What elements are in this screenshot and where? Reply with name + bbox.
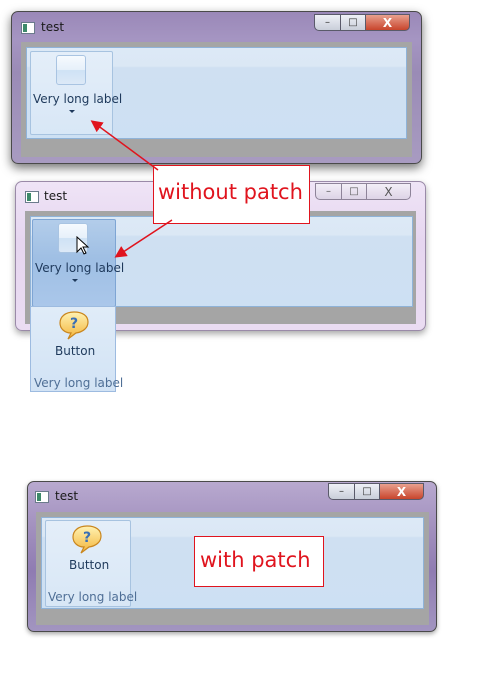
svg-text:?: ?: [83, 530, 91, 546]
minimize-button[interactable]: –: [314, 14, 341, 31]
ribbon-group: ? Button Very long label: [45, 520, 137, 607]
chevron-down-icon: [69, 110, 75, 113]
window-1: test – □ X Very long label: [11, 11, 422, 164]
app-window-icon: [25, 191, 39, 203]
group-title: Very long label: [48, 590, 138, 604]
client-area: Very long label: [21, 42, 412, 157]
help-bubble-icon: ?: [59, 311, 89, 340]
popup-button-label[interactable]: Button: [55, 344, 96, 358]
mouse-pointer-icon: [76, 236, 90, 255]
annotation-without-patch-text: without patch: [158, 180, 303, 204]
close-button[interactable]: X: [365, 14, 410, 31]
annotation-with-patch-text: with patch: [200, 548, 311, 572]
annotation-with-patch: [194, 536, 324, 587]
app-window-icon: [35, 491, 49, 503]
ribbon-panel: Very long label: [26, 47, 407, 139]
ribbon-group-collapsed[interactable]: Very long label: [30, 51, 122, 135]
ribbon-group-expanded[interactable]: Very long label: [32, 219, 124, 307]
annotation-without-patch: [153, 165, 310, 224]
close-button[interactable]: X: [366, 183, 411, 200]
window-controls: – □ X: [314, 14, 410, 32]
maximize-button[interactable]: □: [354, 483, 380, 500]
window-controls: – □ X: [315, 183, 411, 201]
group-label: Very long label: [35, 261, 125, 275]
window-title: test: [55, 489, 79, 503]
ribbon-panel: Very long label: [30, 216, 413, 307]
button-label[interactable]: Button: [69, 558, 110, 572]
close-button[interactable]: X: [379, 483, 424, 500]
chevron-down-icon: [72, 279, 78, 282]
popup-group-title: Very long label: [34, 376, 124, 390]
maximize-button[interactable]: □: [341, 183, 367, 200]
window-title: test: [44, 189, 68, 203]
group-icon: [56, 55, 86, 85]
window-controls: – □ X: [328, 483, 424, 501]
svg-text:?: ?: [70, 316, 78, 332]
window-title: test: [41, 20, 65, 34]
minimize-button[interactable]: –: [315, 183, 342, 200]
app-window-icon: [21, 22, 35, 34]
group-popup-panel: ? Button Very long label: [30, 306, 123, 392]
maximize-button[interactable]: □: [340, 14, 366, 31]
help-bubble-icon[interactable]: ?: [70, 524, 104, 556]
group-label: Very long label: [33, 92, 123, 106]
client-area: Very long label: [25, 211, 416, 324]
minimize-button[interactable]: –: [328, 483, 355, 500]
